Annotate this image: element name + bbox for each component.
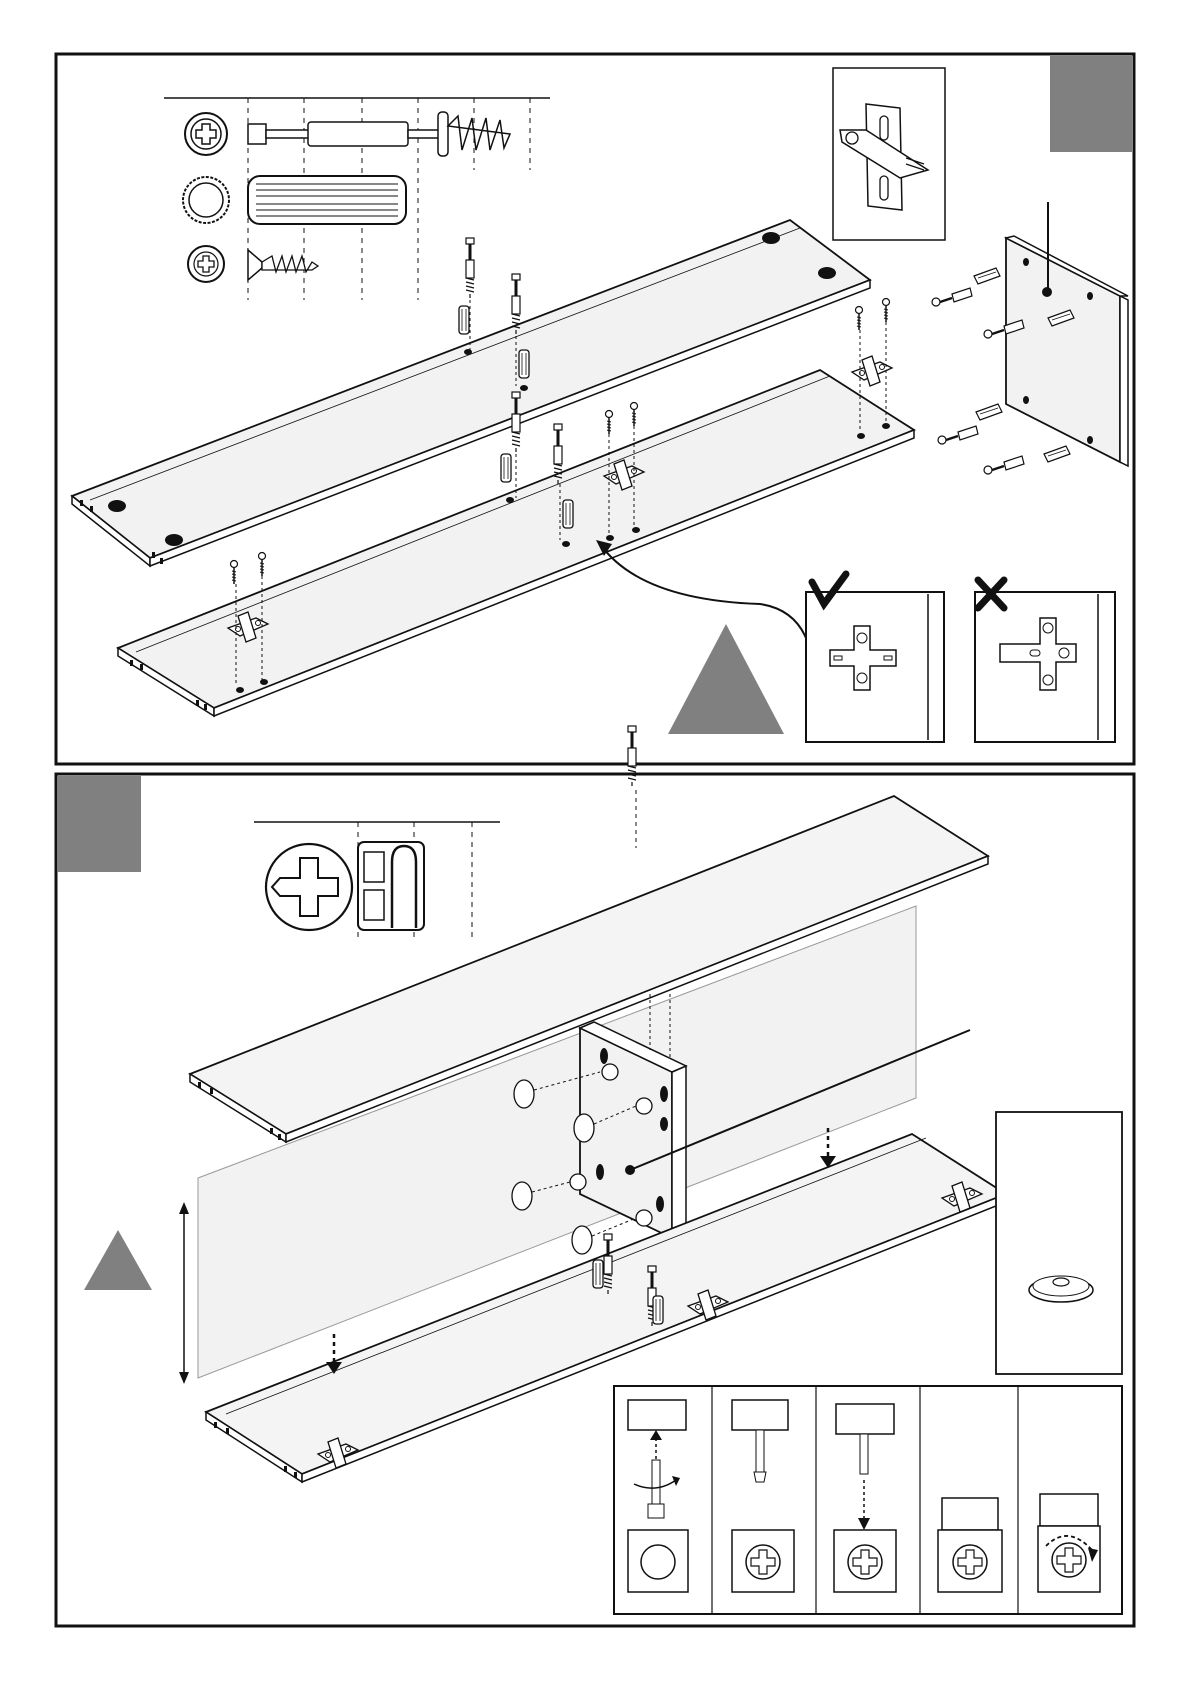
- phillips-screw-head-icon: [266, 844, 352, 930]
- felt-pad-detail: [996, 1112, 1122, 1374]
- incorrect-orientation-detail: [975, 580, 1115, 742]
- cam-lock-sequence: [614, 1386, 1122, 1614]
- pozidriv-head-icon: [188, 246, 224, 282]
- hinge-plate-detail: [833, 68, 945, 240]
- step-number-box-bottom: [57, 776, 141, 872]
- warning-triangle-bottom: [84, 1230, 152, 1290]
- step-number-box-top: [1050, 56, 1132, 152]
- parts-legend-bottom: [254, 822, 500, 940]
- sequence-frame-4: [938, 1498, 1002, 1592]
- phillips-screw-head-icon: [185, 113, 227, 155]
- height-dimension-arrow: [179, 1202, 189, 1384]
- dowel-end-icon: [183, 177, 229, 223]
- sequence-frame-5: [1038, 1494, 1100, 1592]
- dowel-side-icon: [248, 176, 406, 224]
- felt-pad-icon: [1029, 1276, 1093, 1302]
- u-clip-icon: [358, 842, 424, 930]
- correct-orientation-detail: [806, 574, 944, 742]
